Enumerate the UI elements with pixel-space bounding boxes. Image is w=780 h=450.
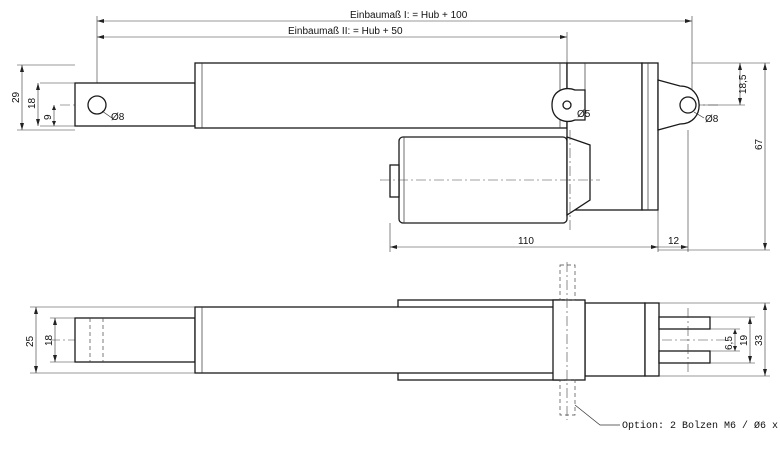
rear-eye-hole (679, 96, 697, 114)
option-bolt-upper (559, 264, 576, 301)
gear-plan (584, 302, 646, 377)
height-6-5-label: 6,5 (724, 336, 735, 350)
rod-height-dims: 29 18 9 (11, 64, 75, 131)
width-12-label: 12 (668, 236, 680, 247)
height-18-plan-label: 18 (44, 334, 55, 346)
rear-plate-plan (644, 302, 660, 377)
housing-height-dims: 18,5 67 (658, 62, 770, 251)
main-tube (194, 62, 568, 129)
pivot-block-plan (552, 299, 586, 381)
height-19-label: 19 (739, 334, 750, 346)
clevis-fork-lower (658, 350, 711, 364)
rod-plan (74, 317, 196, 363)
plan-right-dims: 6,5 19 33 (659, 302, 770, 377)
pivot-hole (562, 100, 572, 110)
install-dimension-1-label: Einbaumaß I: = Hub + 100 (350, 10, 468, 21)
option-bolt-lower (559, 379, 576, 416)
height-9-label: 9 (43, 114, 54, 120)
clevis-fork-upper (658, 316, 711, 330)
height-67-label: 67 (754, 138, 765, 150)
height-18-5-label: 18,5 (738, 74, 749, 94)
option-leader (574, 404, 620, 426)
height-18-label: 18 (27, 97, 38, 109)
height-33-label: 33 (754, 334, 765, 346)
motor-length-dims: 110 12 (389, 130, 689, 252)
pivot-lug (551, 87, 586, 123)
pivot-hole-diameter: Ø5 (577, 109, 591, 120)
motor-flange (566, 136, 591, 217)
rear-eye-diameter: Ø8 (705, 114, 719, 125)
rod-eye-diameter: Ø8 (111, 112, 125, 123)
tube-plan (194, 306, 586, 374)
plan-left-dims: 25 18 (25, 306, 195, 374)
height-29-label: 29 (11, 91, 22, 103)
side-view: Einbaumaß I: = Hub + 100 Einbaumaß II: =… (11, 10, 770, 252)
rear-clevis (657, 79, 700, 131)
install-dimension-2-label: Einbaumaß II: = Hub + 50 (288, 26, 403, 37)
rod-eye-hole (87, 95, 107, 115)
height-25-label: 25 (25, 335, 36, 347)
option-note: Option: 2 Bolzen M6 / Ø6 x 14 (622, 420, 780, 432)
motor-end-cap (389, 164, 400, 198)
rear-plate (641, 62, 659, 211)
rod-end (74, 82, 196, 127)
plan-view: 25 18 6,5 19 33 (25, 262, 780, 432)
width-110-label: 110 (518, 236, 534, 247)
